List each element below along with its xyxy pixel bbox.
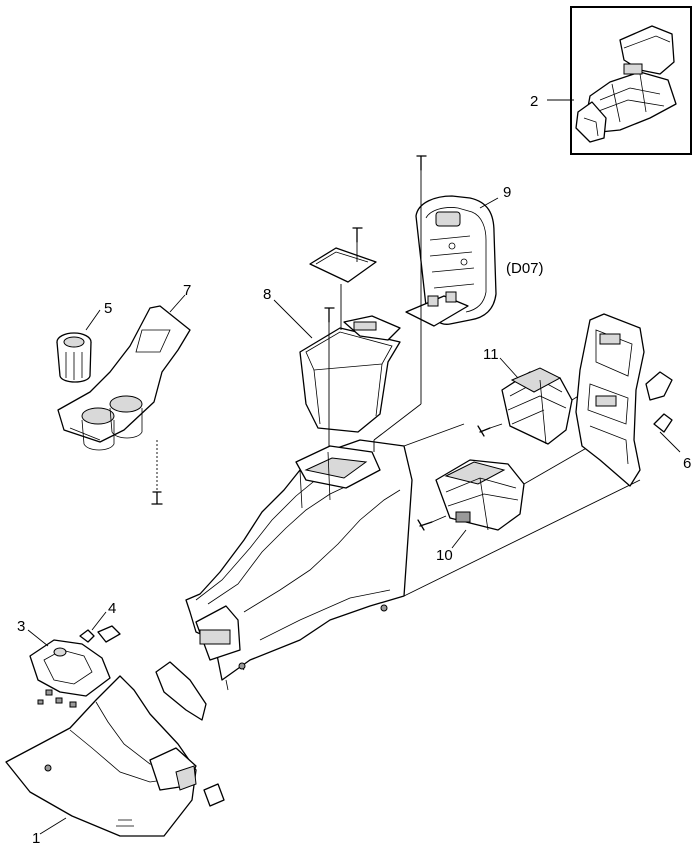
leader-line-6 xyxy=(659,431,681,453)
screw-part-9 xyxy=(416,155,427,171)
leader-line-10 xyxy=(451,529,467,549)
leader-line-7 xyxy=(169,294,186,313)
part-5-cup-insert xyxy=(56,332,92,383)
side-trim-pad xyxy=(155,661,207,721)
screw-part-8 xyxy=(352,227,363,243)
assembly-line-9c xyxy=(373,403,422,441)
main-console-body xyxy=(185,439,413,691)
leader-line-3 xyxy=(27,629,49,647)
part-3-shifter-bezel xyxy=(29,639,111,697)
callout-7: 7 xyxy=(183,282,191,299)
callout-11: 11 xyxy=(483,346,499,363)
callout-10: 10 xyxy=(436,547,453,564)
assembly-line-10 xyxy=(523,445,591,485)
variant-note-d07: (D07) xyxy=(506,260,544,277)
callout-4: 4 xyxy=(108,600,116,617)
part-10-lower-box xyxy=(435,459,525,531)
small-clips-part-3 xyxy=(37,689,77,708)
assembly-line-10c xyxy=(403,423,465,447)
rear-trim-panel xyxy=(575,313,645,487)
leader-line-9 xyxy=(479,197,499,209)
part-6-clip xyxy=(645,371,673,433)
part-7-cupholder-trim xyxy=(57,305,191,451)
callout-5: 5 xyxy=(104,300,112,317)
leader-line-11 xyxy=(499,357,519,379)
callout-9: 9 xyxy=(503,184,511,201)
screw-part-8b xyxy=(324,307,335,323)
inset-assembled-console xyxy=(570,6,692,155)
callout-1: 1 xyxy=(32,830,40,847)
part-8-mat xyxy=(309,247,377,283)
leader-line-8 xyxy=(273,299,313,339)
part-11-upper-box xyxy=(501,367,573,445)
leader-line-5 xyxy=(85,309,101,331)
clip-part-7 xyxy=(151,491,163,505)
callout-8: 8 xyxy=(263,286,271,303)
part-9-armrest-lid xyxy=(405,195,497,327)
part-1-front-lower-console xyxy=(5,675,225,837)
callout-3: 3 xyxy=(17,618,25,635)
leader-line-4 xyxy=(91,611,107,631)
leader-line-1 xyxy=(39,817,67,835)
part-4-switch xyxy=(79,625,121,643)
callout-6: 6 xyxy=(683,455,691,472)
assembly-line-10b xyxy=(403,479,641,597)
screw-part-10 xyxy=(417,515,447,531)
part-8-storage-bin xyxy=(299,315,401,433)
screw-part-11 xyxy=(477,423,503,437)
callout-2: 2 xyxy=(530,93,538,110)
